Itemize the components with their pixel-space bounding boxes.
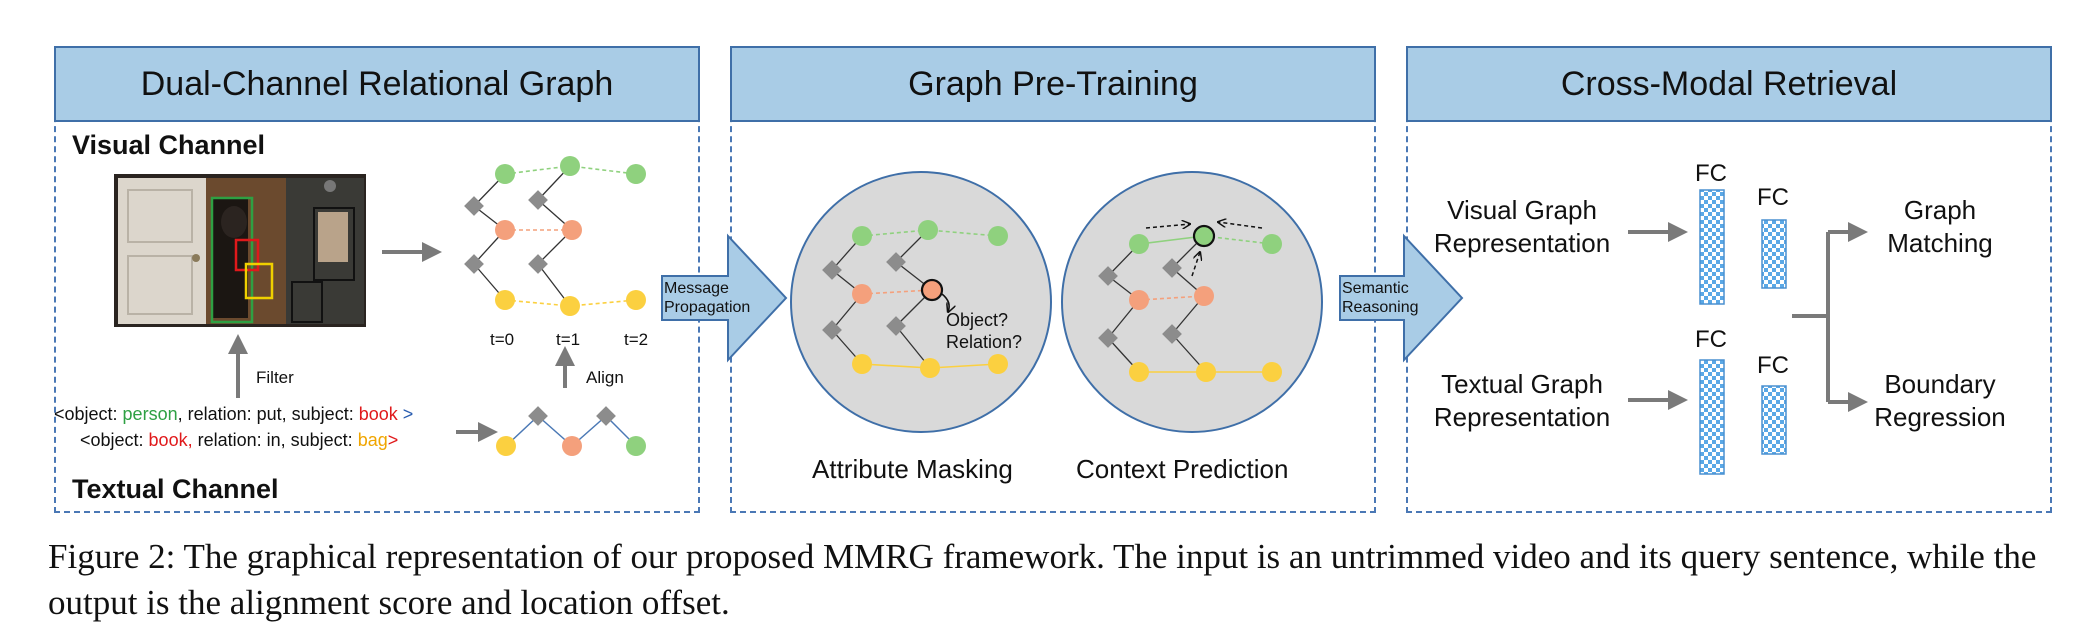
textual-relational-graph [496,406,646,456]
fc-layer-bar [1699,359,1725,475]
panel-cross-modal-retrieval: Cross-Modal Retrieval [1406,46,2052,513]
fc-layer-bar [1761,219,1787,289]
sentence-fragment: > [397,404,414,424]
graph-matching-label: Graph Matching [1860,194,2020,260]
message-propagation-label: Message Propagation [664,279,751,317]
visual-relational-graph [464,156,646,316]
fc-label: FC [1695,326,1727,353]
message-propagation-line-2: Propagation [664,299,751,316]
sentence-fragment: <object: [54,404,123,424]
fc-layer-bar [1699,189,1725,305]
panel-dual-channel-relational-graph: Dual-Channel Relational Graph [54,46,700,513]
time-step-label: t=1 [556,330,581,349]
visual-graph-line-2: Representation [1433,228,1611,258]
query-sentence-1: <object: person, relation: put, subject:… [54,404,413,425]
panel-title-left: Dual-Channel Relational Graph [54,46,700,122]
boundary-regression-line-1: Boundary [1884,369,1996,399]
panel-graph-pre-training: Graph Pre-Training [730,46,1376,513]
message-propagation-arrow [661,233,788,363]
semantic-reasoning-line-2: Reasoning [1342,299,1419,316]
filter-label: Filter [256,368,294,387]
graph-matching-line-1: Graph [1903,195,1977,225]
sentence-fragment: relation: in, subject: [192,430,358,450]
figure-caption: Figure 2: The graphical representation o… [48,537,2037,622]
sentence-fragment: person [122,404,178,424]
sentence-fragment: > [387,430,399,450]
panel-title-middle: Graph Pre-Training [730,46,1376,122]
boundary-regression-label: Boundary Regression [1860,368,2020,434]
graph-matching-line-2: Matching [1887,228,1993,258]
sentence-fragment: , relation: put, subject: [177,404,359,424]
sentence-fragment: book [358,404,398,424]
semantic-reasoning-arrow [1339,233,1464,363]
boundary-regression-line-2: Regression [1874,402,2006,432]
textual-channel-label: Textual Channel [72,474,279,504]
attribute-masking-graph [790,171,1052,433]
relation-question-label: Relation? [946,332,1023,352]
textual-graph-line-2: Representation [1433,402,1611,432]
fc-label: FC [1757,184,1789,211]
semantic-reasoning-label: Semantic Reasoning [1342,279,1419,317]
video-frame-image [114,174,366,327]
object-question-label: Object? [946,310,1009,330]
visual-channel-label: Visual Channel [72,130,266,160]
textual-graph-representation-label: Textual Graph Representation [1422,368,1622,434]
context-prediction-label: Context Prediction [1076,454,1289,484]
panel-title-right: Cross-Modal Retrieval [1406,46,2052,122]
time-step-label: t=0 [490,330,515,349]
sentence-fragment: book, [148,430,193,450]
sentence-fragment: <object: [80,430,149,450]
message-propagation-line-1: Message [664,280,729,297]
align-label: Align [586,368,624,387]
sentence-fragment: bag [357,430,388,450]
visual-graph-representation-label: Visual Graph Representation [1422,194,1622,260]
time-step-label: t=2 [624,330,649,349]
fc-label: FC [1757,352,1789,379]
query-sentence-2: <object: book, relation: in, subject: ba… [80,430,398,451]
fc-label: FC [1695,160,1727,187]
visual-graph-line-1: Visual Graph [1447,195,1597,225]
context-prediction-graph [1061,171,1323,433]
textual-graph-line-1: Textual Graph [1441,369,1603,399]
fc-layer-bar [1761,385,1787,455]
semantic-reasoning-line-1: Semantic [1342,280,1409,297]
attribute-masking-label: Attribute Masking [812,454,1013,484]
fusion-connector [1792,222,1868,412]
